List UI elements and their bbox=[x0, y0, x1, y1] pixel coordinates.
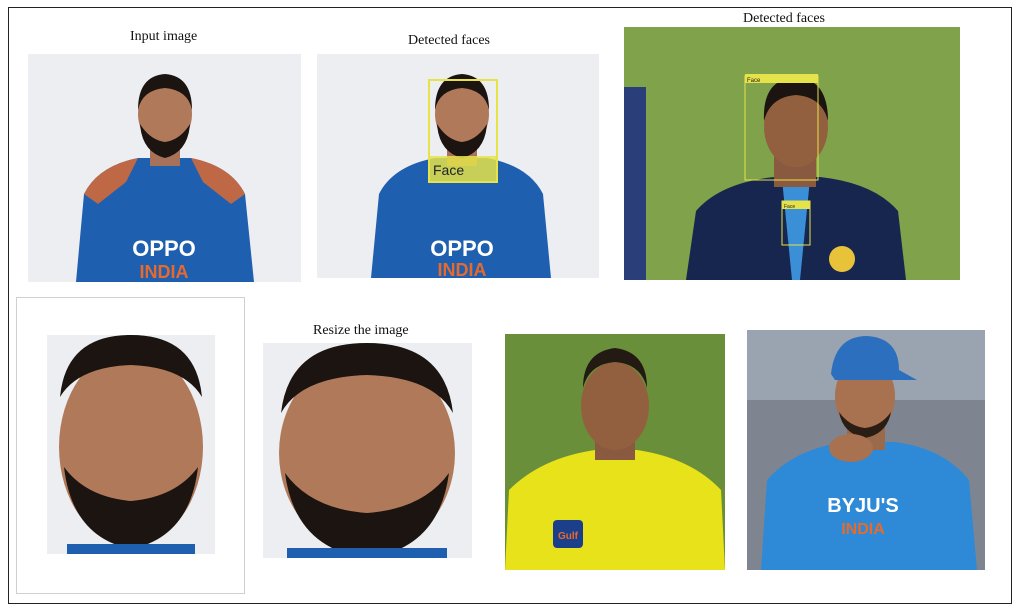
jersey-team-text: INDIA bbox=[140, 262, 189, 282]
resized-face-image bbox=[263, 343, 472, 558]
caption-detected-faces-1: Detected faces bbox=[408, 33, 490, 48]
caption-detected-faces-2: Detected faces bbox=[743, 11, 825, 26]
face-label-background bbox=[745, 74, 818, 83]
caption-input-image: Input image bbox=[130, 29, 198, 44]
caption-resize-image: Resize the image bbox=[313, 323, 409, 338]
jersey-sponsor-text: OPPO bbox=[132, 236, 196, 261]
jersey-sponsor-text: OPPO bbox=[430, 236, 494, 261]
face-image-blue-jersey: BYJU'S INDIA bbox=[747, 330, 985, 570]
face-detection-label: Face bbox=[433, 162, 464, 178]
figure-frame bbox=[8, 7, 1012, 604]
jersey-sponsor-text: Gulf bbox=[558, 531, 579, 542]
face-image-yellow-jersey: Gulf bbox=[505, 334, 725, 570]
detected-face-image-2: Face Face bbox=[624, 27, 960, 280]
detected-face-image-1: OPPO INDIA Face bbox=[317, 54, 599, 278]
cropped-face-frame bbox=[16, 297, 245, 594]
jersey-team-text: INDIA bbox=[841, 521, 885, 538]
face-detection-label: Face bbox=[747, 78, 761, 84]
jersey-sponsor-text: BYJU'S bbox=[827, 495, 898, 517]
input-image: OPPO INDIA bbox=[28, 54, 301, 282]
jersey-team-text: INDIA bbox=[438, 260, 487, 278]
face-label-background bbox=[782, 201, 810, 209]
face-detection-label: Face bbox=[784, 204, 795, 210]
face-label-background bbox=[429, 156, 497, 182]
